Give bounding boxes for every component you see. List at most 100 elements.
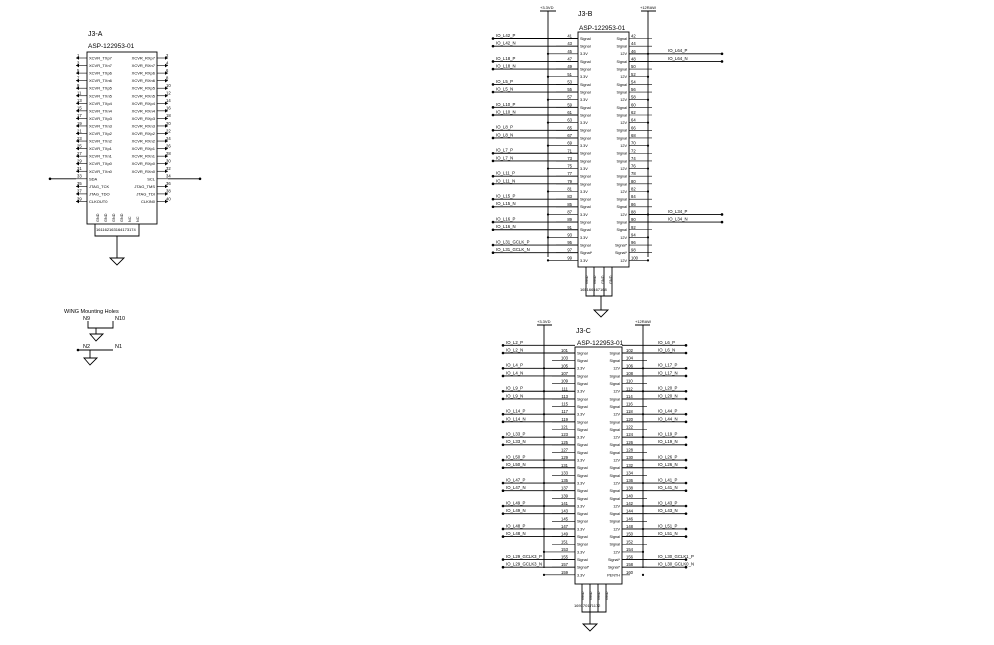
j3b-pin-number: 92 (631, 225, 636, 230)
j3a-pin-arrow (165, 78, 168, 83)
j3c-net-label: IO_L2_P (506, 340, 523, 345)
j3b-pin-label: Signal (580, 152, 591, 156)
j3b-net-label: IO_L7_P (496, 148, 513, 153)
mount-title: WING Mounting Holes (64, 309, 119, 315)
j3a-pin-number: 36 (166, 181, 171, 186)
j3c-pin-label: Signal (609, 512, 620, 516)
j3c-pin-number: 160 (626, 570, 634, 575)
j3c-net-end (684, 565, 688, 569)
j3b-net-end (491, 44, 495, 48)
j3c-pin-label: Signal (577, 466, 588, 470)
j3c-pin-number: 155 (561, 555, 569, 560)
j3a-pin-number: 2 (166, 53, 169, 58)
j3c-pin-number: 127 (561, 447, 569, 452)
j3a-pin-arrow (76, 131, 79, 136)
j3b-pin-label: Signal* (615, 251, 628, 255)
j3c-pin-number: 128 (626, 447, 634, 452)
j3a-pin-label: JTAG_TMS (134, 184, 155, 189)
j3c-pin-label: Signal (609, 405, 620, 409)
j3c-pin-label: 12V (613, 550, 620, 554)
j3b-pin-label: Signal (616, 37, 627, 41)
j3b-pin-number: 82 (631, 187, 636, 192)
j3c-pin-label: Signal (577, 520, 588, 524)
j3b-bottom-pin-label: GND (601, 275, 605, 284)
j3b-pin-number: 83 (567, 194, 572, 199)
j3b-net-end (491, 129, 495, 132)
j3b-pin-number: 100 (631, 255, 639, 260)
j3a-pin-label: XCVR_TXp4 (89, 101, 113, 106)
j3c-pin-label: Signal (609, 466, 620, 470)
j3c-net-end (501, 374, 505, 378)
j3a-bottom-pin-label: GND (104, 213, 108, 222)
j3c-pin-label: 3.3V (577, 390, 585, 394)
j3c-pin-label: Signal (609, 420, 620, 424)
j3a-pin-arrow (76, 124, 79, 128)
j3c-net-end (501, 481, 505, 485)
j3b-net-label: IO_L8_N (496, 132, 513, 137)
mounting-holes: WING Mounting Holes N9 N10 N2 N1 (64, 309, 125, 366)
j3c-net-label: IO_L20_N (658, 393, 678, 398)
j3c-pin-number: 137 (561, 486, 569, 491)
j3b-pin-number: 42 (631, 34, 636, 39)
j3b-pin-number: 54 (631, 79, 636, 84)
j3c-pin-number: 109 (561, 379, 569, 384)
j3c-net-label: IO_L51_N (658, 531, 678, 536)
j3c-pin-label: Signal (577, 512, 588, 516)
j3c-pin-label: 3.3V (577, 481, 585, 485)
j3c-pin-number: 110 (626, 379, 633, 384)
j3b-pin-label: Signal (580, 129, 591, 133)
j3b-rail-junction (646, 190, 650, 193)
j3b-net-end (720, 213, 724, 216)
j3c-pin-label: 3.3V (577, 459, 585, 463)
j3b-rail-junction (546, 236, 550, 239)
j3b-net-label: IO_L34_N (668, 217, 688, 222)
j3a-pin-label: XCVR_RXp6 (132, 71, 156, 76)
j3c-pin-number: 103 (561, 356, 569, 361)
j3c-net-label: IO_L14_P (506, 409, 525, 414)
j3c-pin-label: 12V (613, 504, 620, 508)
j3a-pin-arrow (76, 56, 79, 60)
j3a-pin-arrow (76, 161, 79, 166)
j3b-net-label: IO_L16_P (496, 217, 515, 222)
j3c-net-label: IO_L26_P (658, 455, 677, 460)
j3b-pin-number: 67 (567, 133, 572, 138)
j3b-pin-number: 68 (631, 133, 636, 138)
j3c-pin-number: 138 (626, 486, 634, 491)
j3c-pin-label: 3.3V (577, 550, 585, 554)
j3c-net-label: IO_L43_P (658, 500, 677, 505)
j3a-pin-arrow (76, 86, 79, 90)
j3a-pin-label: XCVR_TXp1 (89, 146, 113, 151)
j3a-pin-arrow (76, 146, 79, 151)
j3c-bottom-pin-label: GND (605, 591, 609, 600)
mount-ground-symbol-bottom (83, 357, 99, 366)
j3c-net-end (684, 397, 688, 401)
j3a-pin-arrow (165, 169, 168, 174)
j3a-pin-number: 39 (77, 196, 82, 201)
j3b-pin-number: 63 (567, 118, 572, 123)
j3b-pin-number: 52 (631, 72, 636, 77)
j3b-pin-label: Signal (580, 37, 591, 41)
j3c-pin-label: Signal (577, 382, 588, 386)
j3c-net-end (684, 412, 688, 416)
j3c-pin-label: 12V (613, 436, 620, 440)
j3b-net-end (491, 228, 495, 232)
j3c-pin-label: Signal (577, 558, 588, 562)
j3c-pin-label: 3.3V (577, 504, 585, 508)
j3b-net-label: IO_L42_P (496, 33, 515, 38)
j3c-pin-number: 156 (626, 555, 634, 560)
j3c-pin-number: 134 (626, 470, 634, 475)
j3b-pin-number: 98 (631, 248, 636, 253)
j3b-pin-number: 75 (567, 164, 572, 169)
j3c-pin-number: 145 (561, 516, 569, 521)
j3c-pin-label: Signal* (577, 566, 590, 570)
j3c-pin-number: 149 (561, 532, 569, 537)
j3a-pin-arrow (165, 131, 168, 136)
j3c-pin-label: 12V (613, 527, 620, 531)
j3b-pin-number: 66 (631, 125, 636, 130)
j3c-pin-label: 3.3V (577, 527, 585, 531)
j3c-net-end (684, 489, 688, 493)
j3b-net-end (720, 52, 724, 56)
j3b-rail-junction (646, 167, 650, 170)
j3a-pin-label: XCVR_RXn3 (132, 123, 156, 128)
